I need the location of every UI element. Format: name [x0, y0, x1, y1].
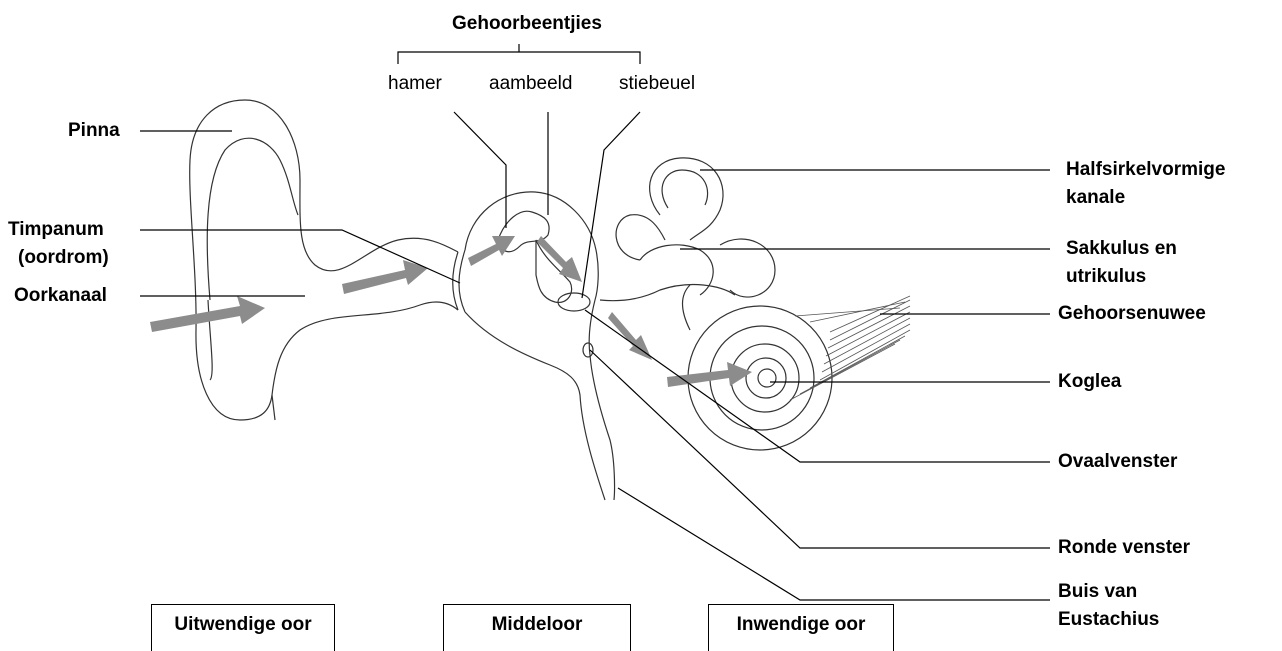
middle-ear-region-label: Middeloor: [444, 613, 630, 637]
outer-ear-drawing: [190, 100, 465, 420]
leader-stirrup: [582, 112, 640, 298]
tympanum-label: Timpanum: [8, 218, 104, 242]
saccule-label-2: utrikulus: [1066, 265, 1146, 289]
cochlea-label: Koglea: [1058, 370, 1121, 394]
auditory-nerve-fibers: [790, 296, 910, 400]
hammer-label: hamer: [388, 72, 442, 96]
ossicles-group-label: Gehoorbeentjies: [452, 12, 602, 36]
stirrup-label: stiebeuel: [619, 72, 695, 96]
inner-ear-drawing: [600, 158, 910, 450]
sound-arrow-2: [342, 260, 428, 294]
eustachian-tube-label-1: Buis van: [1058, 580, 1137, 604]
pinna-label: Pinna: [68, 119, 120, 143]
middle-ear-region-box: Middeloor: [443, 604, 631, 651]
oval-window-label: Ovaalvenster: [1058, 450, 1177, 474]
tympanum-alt-label: (oordrom): [18, 246, 109, 270]
anvil-label: aambeeld: [489, 72, 572, 96]
semicircular-canals-label-2: kanale: [1066, 186, 1125, 210]
sound-arrow-3: [468, 236, 515, 266]
leader-oval-window: [585, 310, 1050, 462]
leader-eustachian: [618, 488, 1050, 600]
eustachian-tube-label-2: Eustachius: [1058, 608, 1159, 632]
ossicle-bracket: [398, 44, 640, 64]
leader-lines: [140, 112, 1050, 600]
sound-arrow-6: [667, 362, 752, 387]
saccule-label-1: Sakkulus en: [1066, 237, 1177, 261]
round-window-label: Ronde venster: [1058, 536, 1190, 560]
sound-arrow-4: [537, 236, 582, 282]
inner-ear-region-label: Inwendige oor: [709, 613, 893, 637]
semicircular-canals-label-1: Halfsirkelvormige: [1066, 158, 1225, 182]
outer-ear-region-box: Uitwendige oor: [151, 604, 335, 651]
inner-ear-region-box: Inwendige oor: [708, 604, 894, 651]
outer-ear-region-label: Uitwendige oor: [152, 613, 334, 637]
auditory-nerve-label: Gehoorsenuwee: [1058, 302, 1206, 326]
leader-hammer: [454, 112, 506, 228]
ear-canal-label: Oorkanaal: [14, 284, 107, 308]
